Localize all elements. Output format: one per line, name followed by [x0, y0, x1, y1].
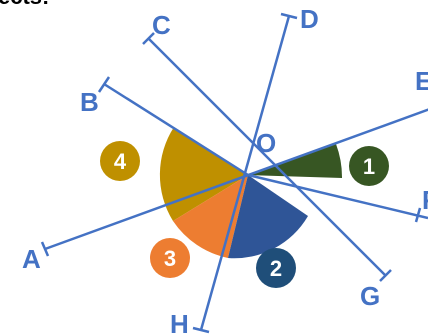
angle-4-sector — [159, 127, 248, 221]
badge-2 — [256, 248, 296, 288]
label-G: G — [360, 281, 380, 311]
label-H: H — [170, 309, 189, 334]
lines — [40, 12, 428, 334]
angle-2-sector — [228, 175, 308, 259]
label-O: O — [256, 128, 276, 158]
angle-3-sector — [173, 175, 248, 258]
line-A-E — [44, 108, 428, 251]
tick-D — [280, 12, 298, 20]
label-D: D — [300, 4, 319, 34]
tick-C — [142, 32, 155, 45]
badge-4-number: 4 — [114, 149, 127, 174]
label-E: E — [415, 66, 428, 96]
tick-F — [414, 207, 422, 223]
label-A: A — [22, 244, 41, 274]
line-D-H — [199, 15, 291, 331]
badge-1 — [349, 146, 389, 186]
tick-H — [192, 326, 210, 334]
line-C-G — [147, 37, 386, 276]
line-O-F — [247, 173, 428, 220]
tick-B — [97, 76, 111, 93]
label-F: F — [422, 185, 428, 215]
badge-2-number: 2 — [270, 256, 282, 281]
badge-1-number: 1 — [363, 154, 375, 179]
angle-1-sector — [248, 144, 343, 178]
header-fragment: ects: — [0, 0, 49, 9]
badge-4 — [100, 141, 140, 181]
label-B: B — [80, 87, 99, 117]
tick-A — [40, 241, 50, 257]
tick-G — [379, 269, 392, 282]
badge-3-number: 3 — [164, 246, 176, 271]
line-B-O — [103, 82, 249, 177]
label-C: C — [152, 10, 171, 40]
badge-3 — [150, 238, 190, 278]
